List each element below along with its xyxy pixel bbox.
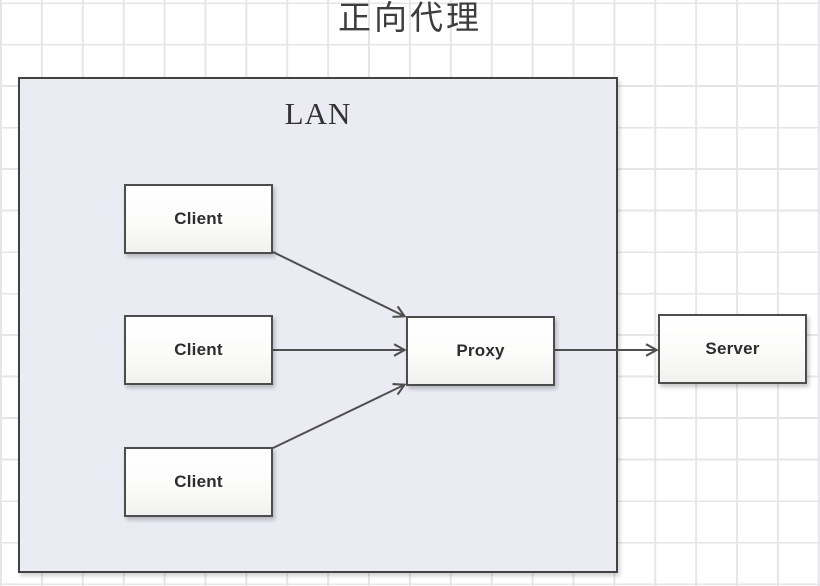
node-client-1-label: Client <box>174 209 223 228</box>
node-proxy: Proxy <box>406 316 555 386</box>
node-client-1: Client <box>124 184 273 254</box>
node-client-2-label: Client <box>174 340 223 359</box>
node-server: Server <box>658 314 807 384</box>
diagram-title: 正向代理 <box>338 1 482 37</box>
lan-label: LAN <box>284 96 352 131</box>
node-server-label: Server <box>705 339 760 358</box>
node-client-3: Client <box>124 447 273 517</box>
node-client-2: Client <box>124 315 273 385</box>
node-proxy-label: Proxy <box>456 341 505 360</box>
node-client-3-label: Client <box>174 472 223 491</box>
